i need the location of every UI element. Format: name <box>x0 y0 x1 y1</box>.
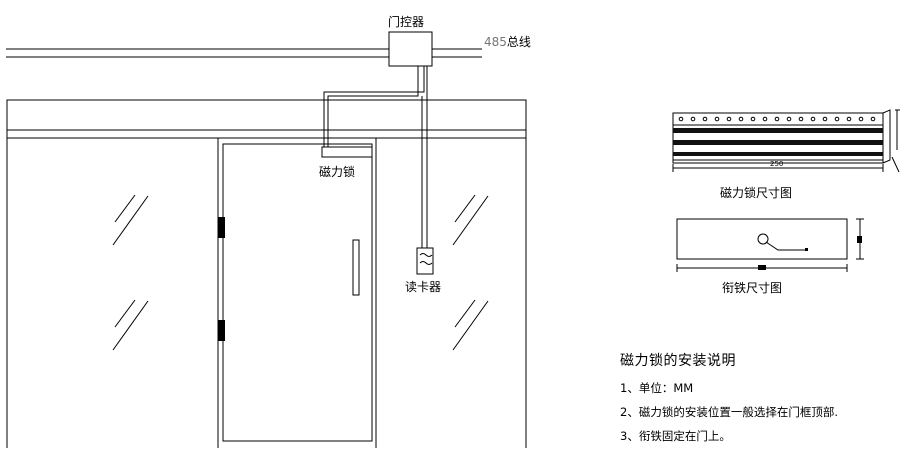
maglock-dimension-caption: 磁力锁尺寸图 <box>720 185 792 200</box>
door-hinge-bottom <box>218 320 225 341</box>
wiring-to-card-reader <box>421 66 428 248</box>
door-controller-label: 门控器 <box>388 14 424 29</box>
maglock-dimension-drawing: 250 <box>672 109 900 173</box>
door-controller-box <box>388 31 433 67</box>
maglock-side-dimension <box>891 109 900 173</box>
notes-item-maglock-position: 2、磁力锁的安装位置一般选择在门框顶部. <box>620 405 838 419</box>
bus-label-number: 485 <box>484 35 507 49</box>
card-reader <box>416 247 434 275</box>
wiring-to-maglock <box>323 66 425 147</box>
maglock-bar-3 <box>673 152 883 156</box>
armature-dimension-drawing <box>676 218 864 272</box>
notes-item-armature: 3、衔铁固定在门上。 <box>620 429 731 443</box>
door-handle <box>352 239 360 296</box>
maglock-bar-2 <box>673 140 883 145</box>
armature-dimension-caption: 衔铁尺寸图 <box>722 281 782 295</box>
maglock-label: 磁力锁 <box>319 164 355 179</box>
maglock-top-strip <box>673 116 883 126</box>
bus-lines <box>6 48 482 58</box>
glass-reflection-marks <box>112 194 489 351</box>
door-hinge-top <box>218 217 225 238</box>
door-leaf <box>222 143 373 442</box>
door-frame <box>6 99 527 448</box>
bus-label: 485总线 <box>484 35 531 49</box>
maglock-on-frame <box>321 146 373 158</box>
card-reader-label: 读卡器 <box>405 280 441 294</box>
notes-title: 磁力锁的安装说明 <box>620 353 736 369</box>
maglock-length-value: 250 <box>770 160 783 168</box>
notes-item-units: 1、单位：MM <box>620 381 694 395</box>
armature-screw-hole <box>757 233 769 245</box>
maglock-length-dimension <box>672 164 884 172</box>
bus-label-text: 总线 <box>507 35 531 49</box>
maglock-bar-1 <box>673 128 883 133</box>
installation-notes: 磁力锁的安装说明 1、单位：MM 2、磁力锁的安装位置一般选择在门框顶部. 3、… <box>620 350 900 452</box>
